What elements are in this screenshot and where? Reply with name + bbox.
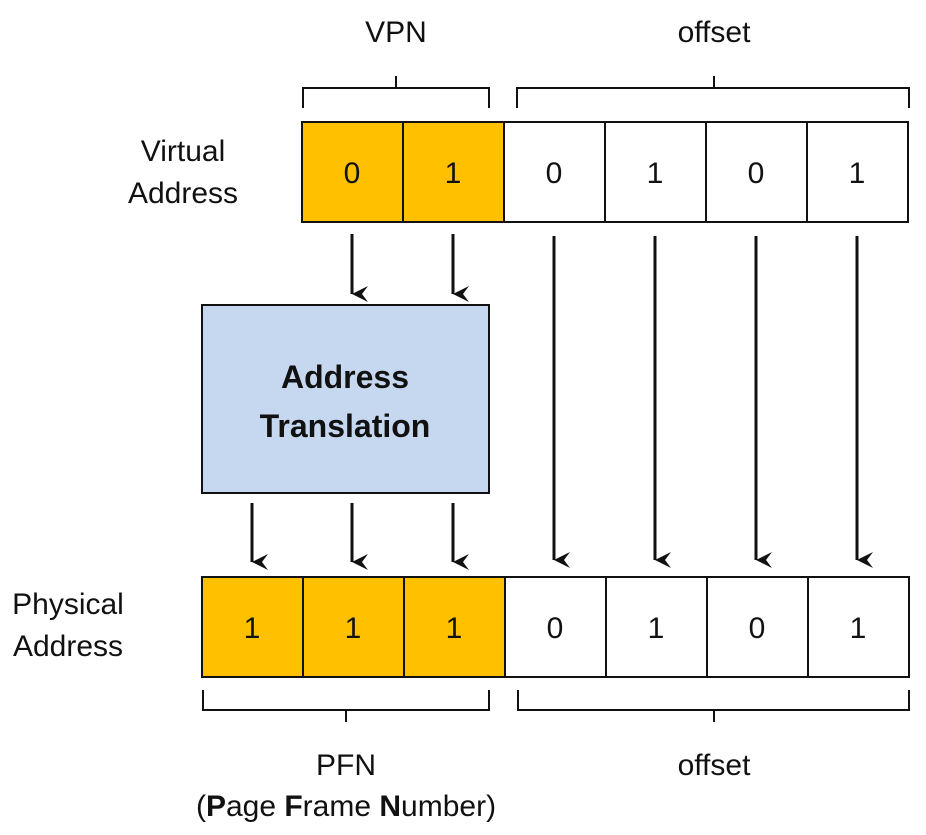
virtual-address-register: 0 1 0 1 0 1 [301,121,909,223]
physical-pfn-cell [403,576,506,678]
physical-pfn-cell [302,576,405,678]
offset-bottom-brace [517,690,910,722]
physical-address-label-line2: Address [13,630,123,663]
virtual-offset-cell [705,121,808,223]
virtual-offset-bit: 0 [748,157,765,190]
pfn-brace [202,690,490,722]
physical-address-label-line1: Physical [12,588,124,621]
virtual-vpn-cell [301,121,404,223]
physical-pfn-bit: 1 [345,612,362,645]
virtual-offset-cell [806,121,909,223]
virtual-offset-bit: 0 [546,157,563,190]
offset-top-label: offset [678,16,751,49]
physical-offset-bit: 1 [648,612,665,645]
physical-offset-bit: 0 [547,612,564,645]
physical-address-register: 1 1 1 0 1 0 1 [201,576,910,678]
offset-bottom-label: offset [678,749,751,782]
physical-offset-cell [605,576,708,678]
virtual-vpn-bit: 1 [445,157,462,190]
pfn-label: PFN [316,749,376,782]
offset-top-brace [516,76,910,108]
physical-offset-cell [504,576,607,678]
virtual-offset-bit: 1 [849,157,866,190]
physical-pfn-bit: 1 [446,612,463,645]
translation-title-line1: Address [281,359,409,395]
virtual-address-label-line1: Virtual [141,135,226,168]
translation-title-line2: Translation [260,408,431,444]
physical-pfn-bit: 1 [244,612,261,645]
physical-pfn-cell [201,576,304,678]
vpn-brace [302,76,490,108]
vpn-label: VPN [365,16,427,49]
physical-offset-bit: 0 [749,612,766,645]
virtual-offset-cell [503,121,606,223]
physical-offset-cell [807,576,910,678]
pfn-expansion: (Page Frame Number) [196,790,496,823]
address-translation-box [201,304,490,494]
physical-offset-bit: 1 [850,612,867,645]
virtual-offset-bit: 1 [647,157,664,190]
virtual-address-label-line2: Address [128,177,238,210]
virtual-vpn-cell [402,121,505,223]
virtual-vpn-bit: 0 [344,157,361,190]
